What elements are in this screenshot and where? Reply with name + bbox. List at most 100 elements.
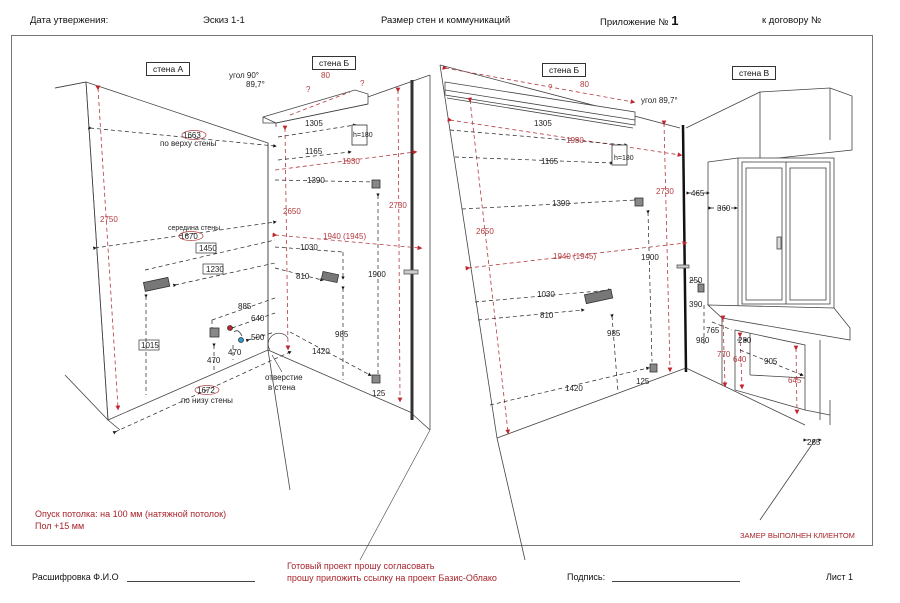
right-box-label: h=180 (614, 155, 634, 162)
riser-pipe-right (681, 124, 688, 373)
dim-980: 980 (696, 336, 710, 345)
cold-water-point (238, 337, 244, 343)
bottom-width: 1672 (197, 386, 215, 395)
right-switch (634, 197, 644, 207)
right-dim-810: 810 (540, 311, 554, 320)
right-dim-2730: 2730 (656, 187, 674, 196)
request-line-2: прошу приложить ссылку на проект Базис-О… (287, 573, 497, 583)
dim-250: 250 (689, 276, 703, 285)
left-beam-depth: 80 (321, 71, 330, 80)
dim-280: 280 (738, 336, 752, 345)
box-h-label: h=180 (353, 132, 373, 139)
right-room-view (439, 64, 853, 561)
measured-by-note: ЗАМЕР ВЫПОЛНЕН КЛИЕНТОМ (740, 531, 855, 540)
contract-label: к договору № (762, 15, 822, 26)
right-dim-985: 985 (607, 329, 621, 338)
left-beam-length: ? (306, 85, 311, 94)
signature-label: Подпись: (567, 572, 606, 582)
right-dim-1930: 1930 (566, 136, 584, 145)
right-dim-1030: 1030 (537, 290, 555, 299)
top-width-label: по верху стены (160, 139, 217, 148)
appendix-label: Приложение № (600, 17, 669, 28)
dim-770: 770 (717, 350, 731, 359)
dim-1230: 1230 (206, 265, 224, 274)
drawing-frame (11, 35, 873, 546)
signature-line[interactable] (611, 581, 740, 582)
hot-water-point (227, 325, 233, 331)
floor-note: Пол +15 мм (35, 521, 85, 531)
dim-470-b: 470 (228, 348, 242, 357)
top-width: 1663 (183, 131, 201, 140)
socket-block-double (320, 270, 340, 284)
dim-360: 360 (717, 204, 731, 213)
floor-socket (371, 374, 381, 384)
dim-810: 810 (296, 272, 310, 281)
appendix-number: 1 (671, 13, 679, 28)
right-dim-1900: 1900 (641, 253, 659, 262)
mid-width-label: середина стены (168, 225, 220, 232)
dim-1030: 1030 (300, 243, 318, 252)
wall-a-outline (54, 81, 269, 421)
wall-a-height: 2750 (100, 215, 118, 224)
dim-765: 765 (706, 326, 720, 335)
dim-905: 905 (764, 357, 778, 366)
dim-640: 640 (251, 314, 265, 323)
window-lintel-box (759, 87, 853, 161)
right-angle-label: угол 89,7° (641, 96, 678, 105)
dim-1390: 1390 (307, 176, 325, 185)
name-label: Расшифровка Ф.И.О (32, 572, 119, 582)
dim-1450: 1450 (199, 244, 217, 253)
dim-390: 390 (689, 300, 703, 309)
wall-socket (209, 327, 220, 338)
right-dim-1165: 1165 (541, 157, 559, 166)
dim-465: 465 (691, 189, 705, 198)
appendix: Приложение № 1 (600, 13, 678, 28)
right-dim-1390: 1390 (552, 199, 570, 208)
dim-125: 125 (372, 389, 386, 398)
dim-1900: 1900 (368, 270, 386, 279)
wall-b-height-right: 2730 (389, 201, 407, 210)
sketch-label: Эскиз 1-1 (203, 15, 245, 26)
left-room-view (54, 74, 431, 561)
bottom-width-label: по низу стены (181, 396, 233, 405)
wall-v-label: стена В (732, 66, 777, 80)
dim-1940: 1940 (1945) (323, 232, 366, 241)
name-field: Расшифровка Ф.И.О (32, 572, 256, 582)
left-fixtures (142, 124, 381, 384)
dim-985: 985 (335, 330, 349, 339)
wall-b-height-left: 2650 (283, 207, 301, 216)
right-beam-depth: 80 (580, 80, 589, 89)
right-dim-125: 125 (636, 377, 650, 386)
right-beam-length: ? (548, 83, 553, 92)
left-angle-value: 89,7° (246, 80, 265, 89)
right-dim-1420: 1420 (565, 384, 583, 393)
dim-1305: 1305 (305, 119, 323, 128)
dim-265: 265 (807, 438, 821, 447)
signature-field: Подпись: (567, 572, 740, 582)
right-floor-socket (649, 363, 658, 373)
right-dim-1940: 1940 (1945) (553, 252, 596, 261)
right-wall-socket (697, 283, 705, 293)
socket-block-triple (142, 276, 171, 292)
name-signature-line[interactable] (127, 581, 256, 582)
window-handle (776, 236, 782, 250)
wall-a-label: стена А (146, 62, 191, 76)
sheet-label: Лист 1 (826, 572, 854, 582)
hole-label-1: отверстие (265, 373, 303, 382)
wall-b-label-right: стена Б (542, 63, 587, 77)
left-angle-label: угол 90° (229, 71, 259, 80)
right-dim-1305: 1305 (534, 119, 552, 128)
dim-1165: 1165 (305, 147, 323, 156)
dim-500: 500 (251, 333, 265, 342)
switch-box (371, 179, 381, 189)
right-dim-2650: 2650 (476, 227, 494, 236)
dim-645: 645 (788, 376, 802, 385)
page-title: Размер стен и коммуникаций (381, 15, 511, 26)
window-sill (706, 304, 851, 341)
wall-b-label-left: стена Б (312, 56, 357, 70)
dim-1015: 1015 (141, 341, 159, 350)
dim-470-a: 470 (207, 356, 221, 365)
ceiling-note: Опуск потолка: на 100 мм (натяжной потол… (35, 509, 227, 519)
request-line-1: Готовый проект прошу согласовать (287, 561, 435, 571)
